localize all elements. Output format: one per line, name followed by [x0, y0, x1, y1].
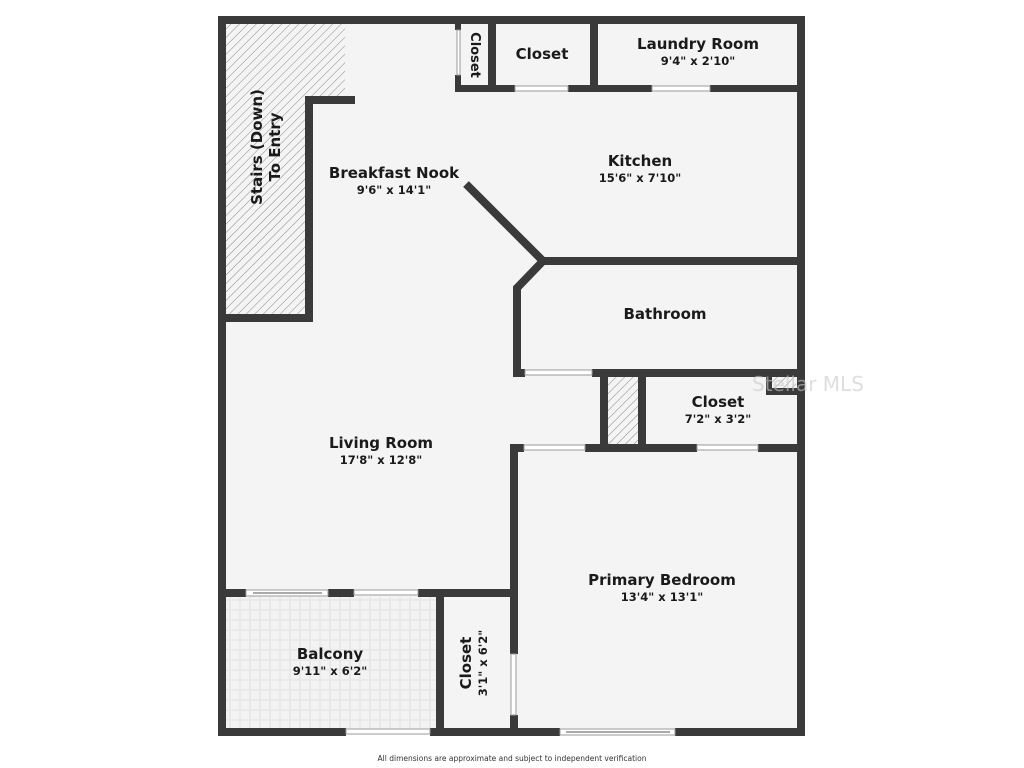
room-label-closet-bottom: Closet 3'1" x 6'2" — [457, 629, 490, 697]
chase-hatch — [607, 376, 639, 444]
room-label-closet-top: Closet — [515, 45, 569, 63]
diagonal-wall — [463, 181, 546, 264]
room-label-bathroom: Bathroom — [623, 305, 707, 323]
watermark: Stellar MLS — [752, 372, 864, 396]
room-label-closet-top-narrow: Closet — [467, 32, 482, 78]
room-label-closet-mid: Closet 7'2" x 3'2" — [684, 393, 752, 426]
room-label-laundry: Laundry Room 9'4" x 2'10" — [637, 35, 759, 68]
room-label-primary-bedroom: Primary Bedroom 13'4" x 13'1" — [588, 571, 736, 604]
room-label-breakfast-nook: Breakfast Nook 9'6" x 14'1" — [328, 164, 460, 197]
diagonal-wall-bath — [513, 258, 546, 300]
footer-disclaimer: All dimensions are approximate and subje… — [377, 754, 647, 763]
chase-hatch-small — [772, 376, 796, 390]
room-label-kitchen: Kitchen 15'6" x 7'10" — [598, 152, 682, 185]
room-label-living-room: Living Room 17'8" x 12'8" — [328, 434, 434, 467]
room-label-balcony: Balcony 9'11" x 6'2" — [292, 645, 368, 678]
balcony-tiles — [226, 597, 436, 728]
walls — [218, 16, 805, 736]
room-label-stairs: Stairs (Down) To Entry — [248, 89, 284, 205]
